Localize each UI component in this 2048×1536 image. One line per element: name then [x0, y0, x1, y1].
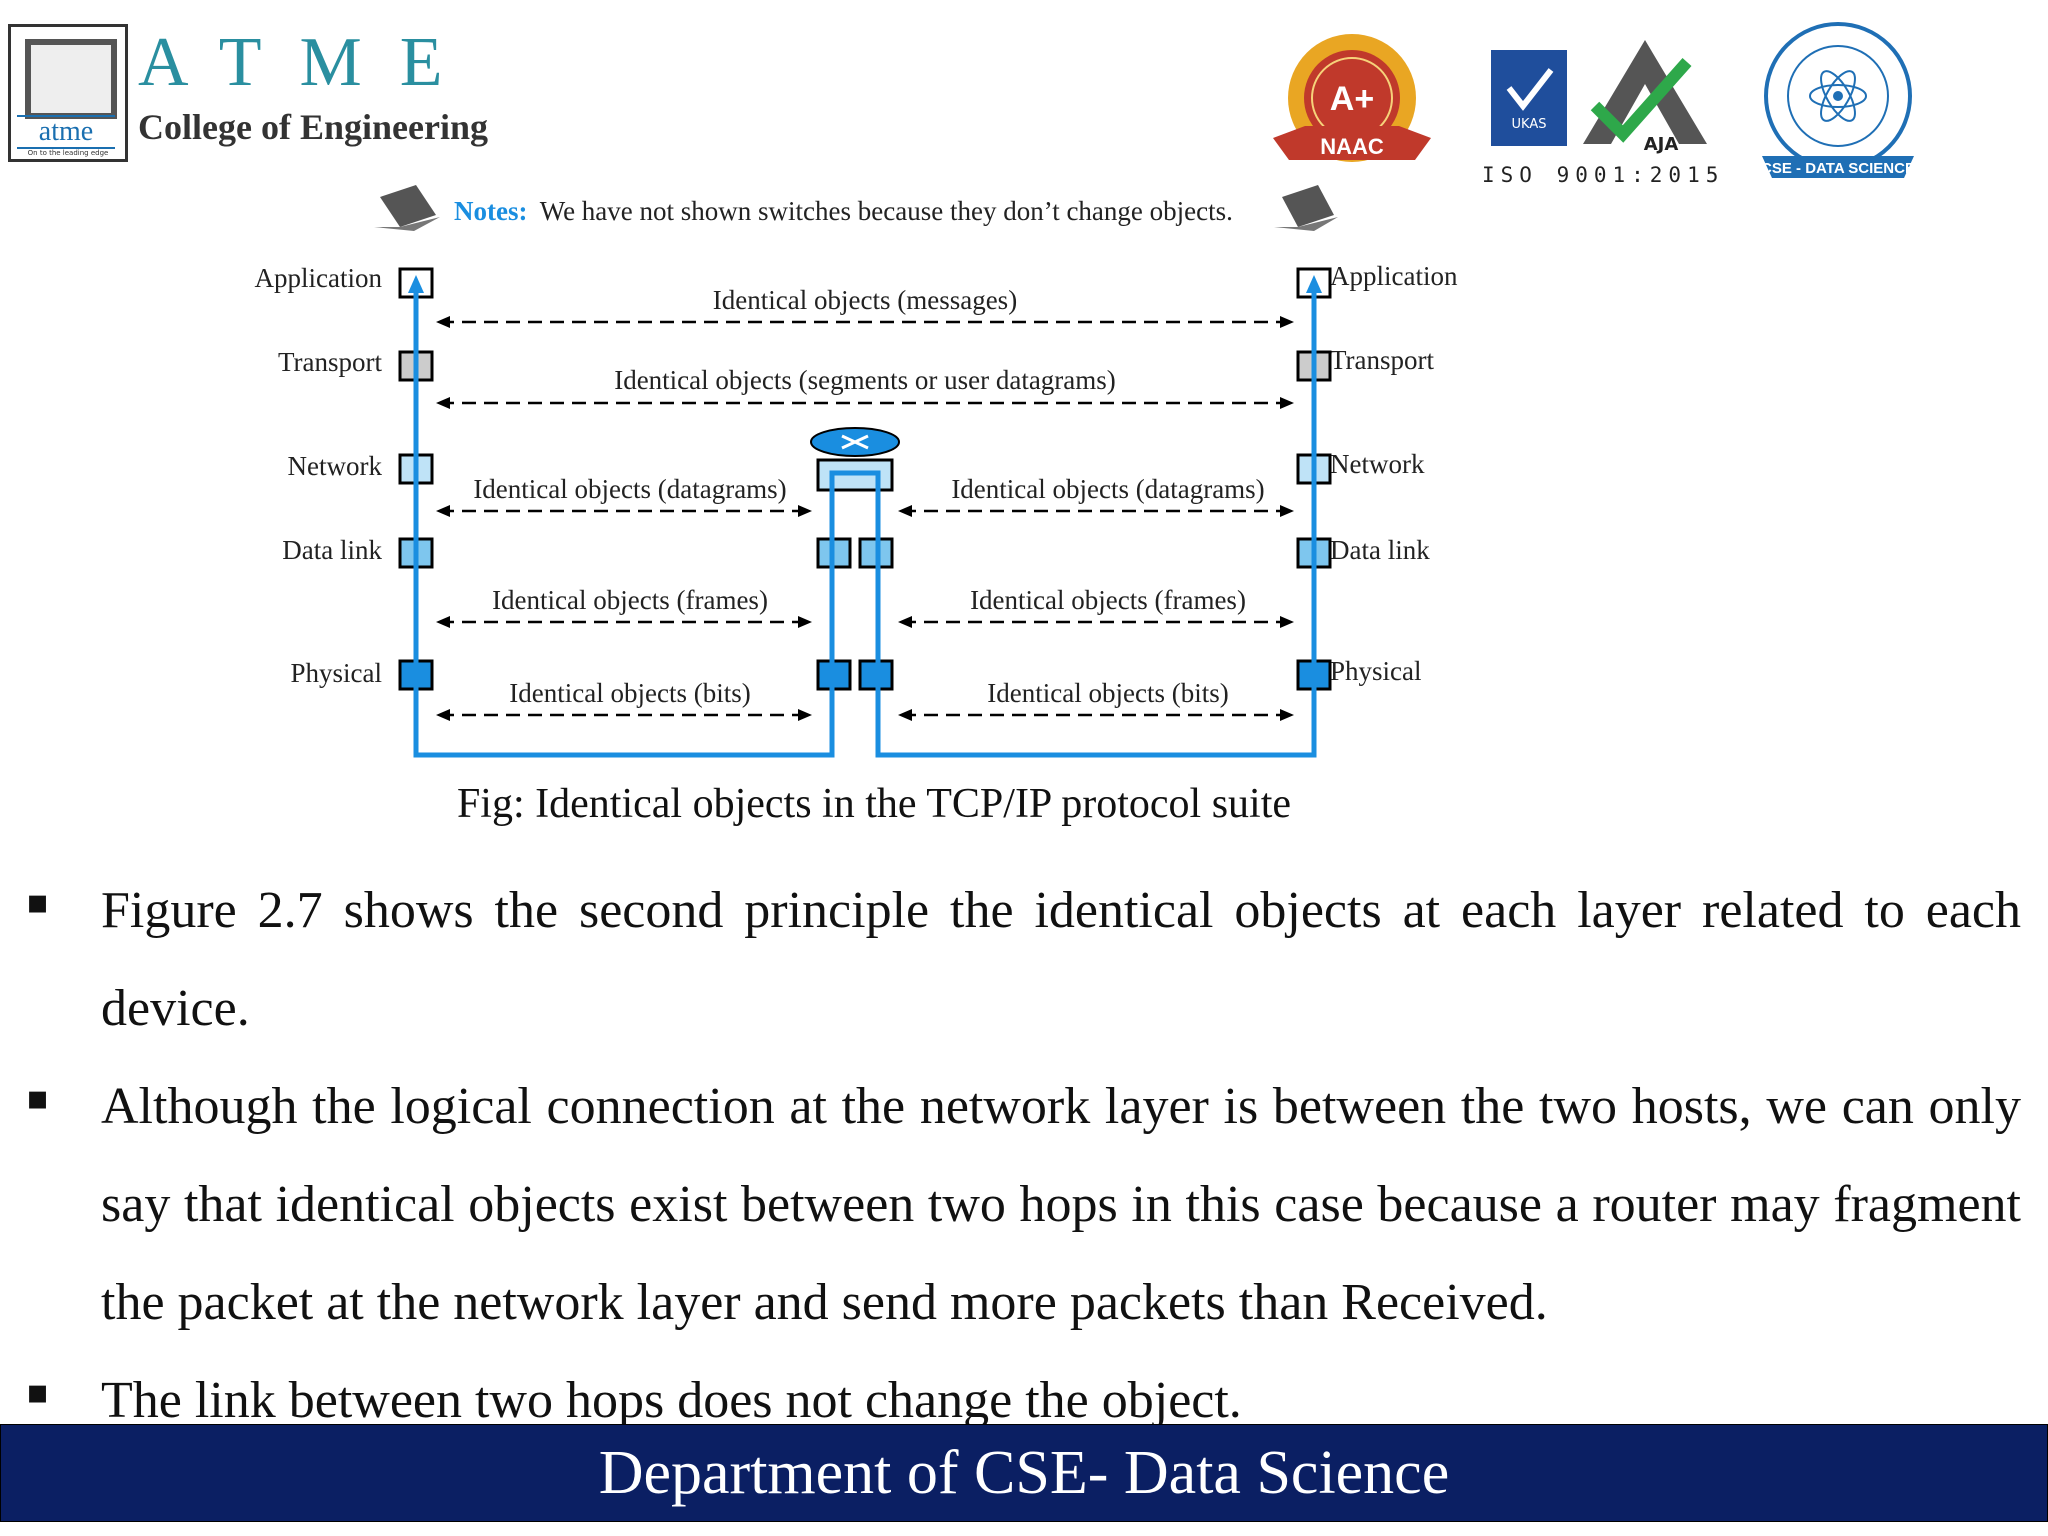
bullet-marker: ▪	[26, 1078, 50, 1118]
left-layer-network: Network	[288, 451, 383, 481]
label-segments: Identical objects (segments or user data…	[614, 365, 1116, 395]
cse-badge-label: CSE - DATA SCIENCE	[1761, 160, 1915, 177]
naac-label: NAAC	[1320, 134, 1384, 159]
protocol-figure: Notes: We have not shown switches becaus…	[240, 175, 1480, 760]
ukas-label: UKAS	[1512, 117, 1547, 132]
bullet-text: Although the logical connection at the n…	[101, 1078, 2021, 1331]
left-layer-physical: Physical	[291, 658, 383, 688]
logo-emblem: atme On to the leading edge	[8, 24, 128, 162]
label-frames-left: Identical objects (frames)	[492, 585, 768, 615]
naac-badge: A+ NAAC	[1265, 30, 1440, 170]
left-laptop-icon	[374, 185, 440, 231]
aja-badge: AJA	[1575, 32, 1715, 156]
logo-text: atme	[17, 115, 115, 149]
left-layer-transport: Transport	[278, 347, 383, 377]
right-layer-network: Network	[1330, 449, 1425, 479]
label-bits-right: Identical objects (bits)	[987, 678, 1228, 708]
label-datagrams-left: Identical objects (datagrams)	[473, 474, 786, 504]
router-icon	[810, 427, 900, 691]
footer-bar: Department of CSE- Data Science	[0, 1424, 2048, 1522]
bullet-item: ▪ The link between two hops does not cha…	[26, 1352, 2021, 1450]
cse-data-science-badge: CSE - DATA SCIENCE	[1728, 16, 1948, 188]
right-layer-datalink: Data link	[1330, 535, 1430, 565]
note-text: We have not shown switches because they …	[540, 196, 1233, 226]
aja-label: AJA	[1644, 134, 1679, 155]
brand-letters: ATME	[138, 24, 481, 101]
label-messages: Identical objects (messages)	[713, 285, 1017, 315]
right-laptop-icon	[1274, 185, 1338, 231]
left-layer-application: Application	[255, 263, 383, 293]
label-datagrams-right: Identical objects (datagrams)	[951, 474, 1264, 504]
data-path	[413, 285, 1317, 758]
note-prefix: Notes:	[454, 196, 527, 226]
ukas-badge: UKAS	[1485, 40, 1581, 160]
naac-grade: A+	[1330, 80, 1374, 118]
logo-tagline: On to the leading edge	[27, 149, 109, 157]
right-layer-physical: Physical	[1330, 656, 1422, 686]
label-bits-left: Identical objects (bits)	[509, 678, 750, 708]
label-frames-right: Identical objects (frames)	[970, 585, 1246, 615]
bullet-list: ▪ Figure 2.7 shows the second principle …	[26, 862, 2021, 1450]
bullet-marker: ▪	[26, 1372, 50, 1412]
right-layer-application: Application	[1330, 261, 1458, 291]
svg-text:Notes: We have not shown: Notes: We have not shown switches becaus…	[454, 196, 1233, 226]
bullet-text: The link between two hops does not chang…	[101, 1372, 1242, 1429]
bullet-text: Figure 2.7 shows the second principle th…	[101, 882, 2021, 1037]
left-layer-datalink: Data link	[282, 535, 382, 565]
college-name: College of Engineering	[138, 107, 488, 147]
right-layer-transport: Transport	[1330, 345, 1435, 375]
iso-label: ISO 9001:2015	[1482, 163, 1725, 187]
figure-caption: Fig: Identical objects in the TCP/IP pro…	[456, 781, 1292, 827]
bullet-marker: ▪	[26, 882, 50, 922]
bullet-item: ▪ Figure 2.7 shows the second principle …	[26, 862, 2021, 1058]
bullet-item: ▪ Although the logical connection at the…	[26, 1058, 2021, 1352]
department-name: Department of CSE- Data Science	[598, 1439, 1450, 1507]
college-logo: atme On to the leading edge ATME College…	[8, 22, 528, 162]
